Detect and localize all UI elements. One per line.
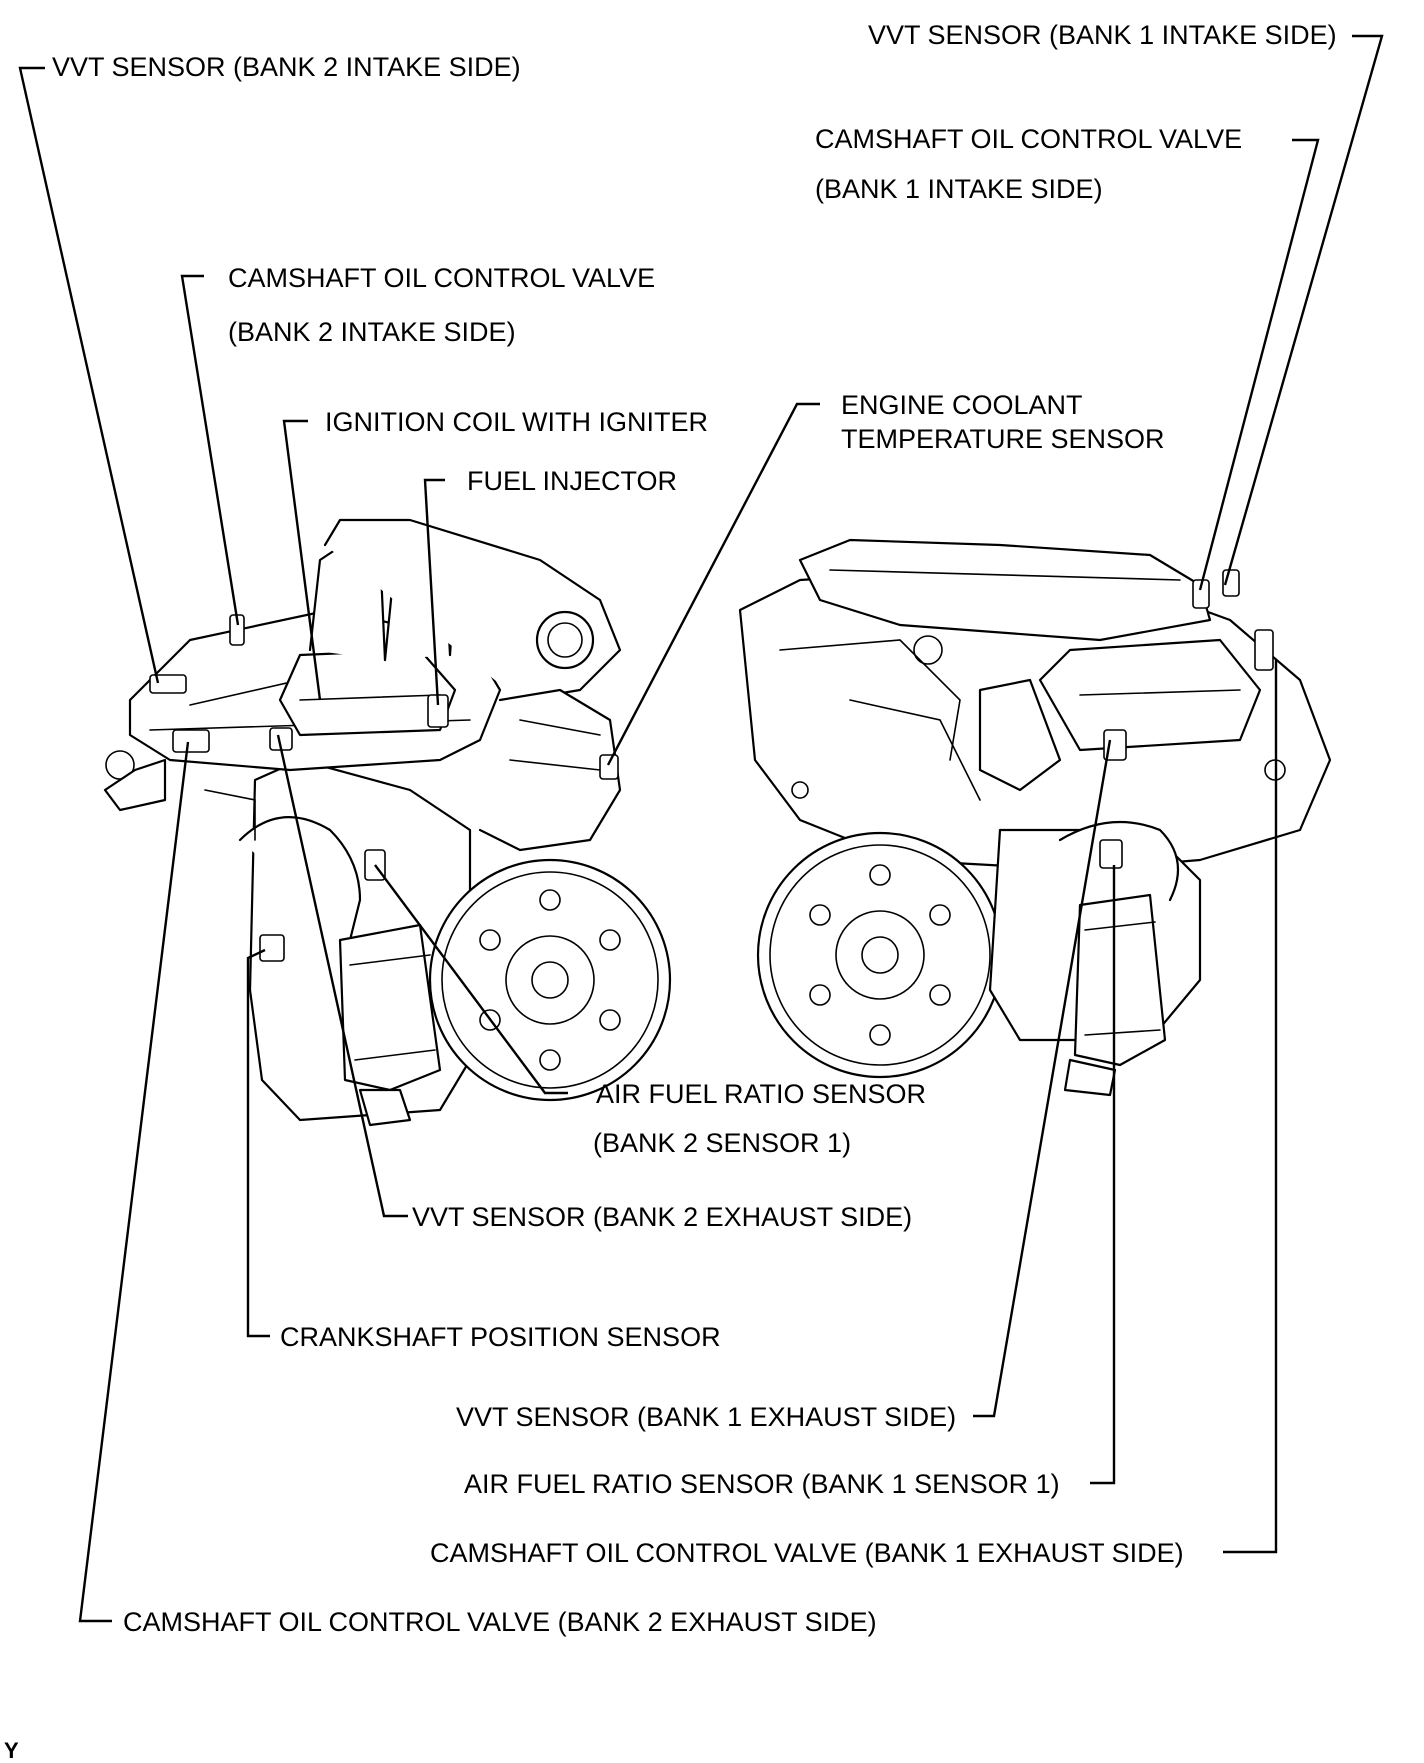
label-crankshaft: CRANKSHAFT POSITION SENSOR [280,1322,721,1352]
label-vvt-b2-intake: VVT SENSOR (BANK 2 INTAKE SIDE) [52,52,521,82]
leader-lines [18,34,1384,1623]
leader-ocv-b2-exhaust [78,741,190,1623]
label-ocv-b2-intake-line2: (BANK 2 INTAKE SIDE) [228,317,516,347]
corner-mark: Y [4,1738,19,1763]
leader-ignition-coil [282,419,322,701]
leader-vvt-b1-exhaust [973,739,1112,1418]
label-vvt-b2-exhaust: VVT SENSOR (BANK 2 EXHAUST SIDE) [412,1202,912,1232]
label-ocv-b1-intake-line2: (BANK 1 INTAKE SIDE) [815,174,1103,204]
label-afr-b2-line1: AIR FUEL RATIO SENSOR [596,1079,926,1109]
leader-afr-b1 [1090,865,1116,1485]
label-ocv-b2-intake-line1: CAMSHAFT OIL CONTROL VALVE [228,263,655,293]
leader-ocv-b2-intake [180,274,240,626]
leader-vvt-b1-intake [1223,34,1384,586]
leader-afr-b2 [374,864,568,1095]
label-afr-b2-line2: (BANK 2 SENSOR 1) [593,1128,851,1158]
leader-ect [606,402,820,766]
label-vvt-b1-intake: VVT SENSOR (BANK 1 INTAKE SIDE) [868,20,1337,50]
callout-labels: VVT SENSOR (BANK 2 INTAKE SIDE) VVT SENS… [4,20,1337,1763]
label-fuel-injector: FUEL INJECTOR [467,466,677,496]
leader-vvt-b2-intake [18,66,160,684]
label-ocv-b1-intake-line1: CAMSHAFT OIL CONTROL VALVE [815,124,1242,154]
label-afr-b1: AIR FUEL RATIO SENSOR (BANK 1 SENSOR 1) [464,1469,1060,1499]
label-ocv-b1-exhaust: CAMSHAFT OIL CONTROL VALVE (BANK 1 EXHAU… [430,1538,1184,1568]
leader-ocv-b1-exhaust [1223,660,1278,1554]
label-vvt-b1-exhaust: VVT SENSOR (BANK 1 EXHAUST SIDE) [456,1402,956,1432]
label-ignition-coil: IGNITION COIL WITH IGNITER [325,407,708,437]
label-ocv-b2-exhaust: CAMSHAFT OIL CONTROL VALVE (BANK 2 EXHAU… [123,1607,877,1637]
label-ect-line1: ENGINE COOLANT [841,390,1083,420]
leader-ocv-b1-intake [1198,138,1320,591]
leader-crankshaft [246,948,270,1338]
left-engine-illustration [103,518,672,1127]
right-engine-illustration [738,538,1332,1097]
label-ect-line2: TEMPERATURE SENSOR [841,424,1165,454]
leader-vvt-b2-exhaust [276,734,408,1218]
leader-fuel-injector [423,478,445,706]
